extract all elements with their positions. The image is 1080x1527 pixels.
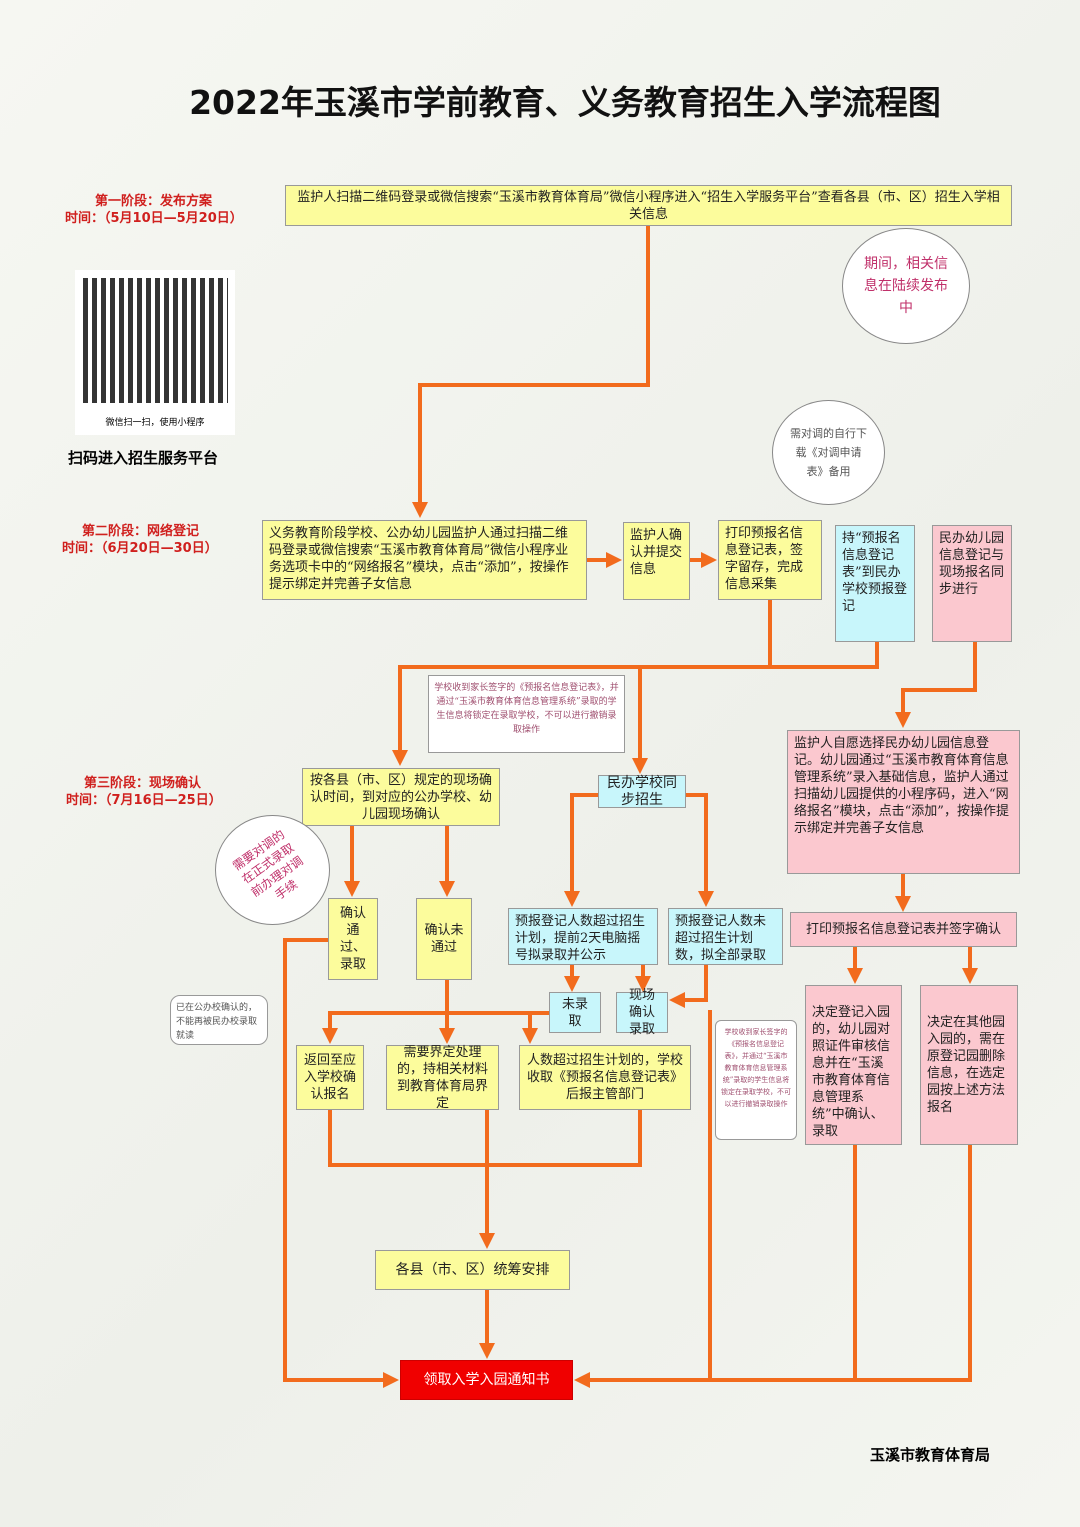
stage-3: 第三阶段：现场确认时间：（7月16日—25日） <box>66 775 222 809</box>
arrow <box>322 1011 575 1044</box>
box-lottery: 预报登记人数超过招生计划，提前2天电脑摇号拟录取并公示 <box>508 908 658 965</box>
arrow <box>686 793 714 907</box>
box-not-admitted: 未录取 <box>549 992 601 1033</box>
box-print-sign: 打印预报名信息登记表并签字确认 <box>790 912 1017 947</box>
qr-code-pattern <box>82 278 228 403</box>
note-swap-form: 需对调的自行下载《对调申请表》备用 <box>772 400 885 505</box>
box-online-register: 义务教育阶段学校、公办幼儿园监护人通过扫描二维码登录或微信搜索“玉溪市教育体育局… <box>262 520 587 600</box>
arrow <box>895 642 977 728</box>
qr-label: 扫码进入招生服务平台 <box>68 449 219 467</box>
box-confirmed: 确认通过、录取 <box>328 898 378 980</box>
box-other-kindergarten: 决定在其他园入园的，需在原登记园删除信息，在选定园按上述方法报名 <box>920 985 1018 1145</box>
box-admission-notice: 领取入学入园通知书 <box>400 1360 573 1400</box>
stage-time: 时间：（5月10日—5月20日） <box>65 211 243 226</box>
box-kindergarten-admit: 决定登记入园的，幼儿园对照证件审核信息并在“玉溪市教育体育信息管理系统”中确认、… <box>805 985 902 1145</box>
arrow <box>283 938 399 1388</box>
page-title: 2022年玉溪市学前教育、义务教育招生入学流程图 <box>189 83 941 122</box>
arrow <box>669 965 708 1008</box>
box-not-confirmed: 确认未通过 <box>416 898 472 980</box>
box-bureau-define: 需要界定处理的，持相关材料到教育体育局界定 <box>386 1045 499 1111</box>
note-text: 需要对调的在正式录取前办理对调手续 <box>230 827 306 903</box>
qr-code[interactable]: 微信扫一扫，使用小程序 <box>75 270 235 435</box>
arrow <box>412 226 650 518</box>
box-county-arrange: 各县（市、区）统筹安排 <box>375 1250 570 1290</box>
footer-publisher: 玉溪市教育体育局 <box>870 1446 991 1464</box>
stage-name: 第一阶段：发布方案 <box>95 194 213 209</box>
arrow <box>855 1145 972 1382</box>
arrow <box>564 793 598 907</box>
box-kindergarten-register: 监护人自愿选择民办幼儿园信息登记。幼儿园通过“玉溪市教育体育信息管理系统”录入基… <box>787 730 1020 874</box>
box-onsite-admit: 现场确认录取 <box>616 988 668 1037</box>
note-swap-before-admission: 需要对调的在正式录取前办理对调手续 <box>215 815 330 925</box>
stage-name: 第三阶段：现场确认 <box>84 776 202 791</box>
note-public-confirmed: 已在公办校确认的，不能再被民办校录取就读 <box>170 995 268 1045</box>
stage-1: 第一阶段：发布方案时间：（5月10日—5月20日） <box>65 193 243 227</box>
note-lock-info: 学校收到家长签字的《预报名信息登记表》，并通过“玉溪市教育体育信息管理系统”录取… <box>428 675 625 753</box>
arrow <box>574 1145 857 1388</box>
box-over-quota: 人数超过招生计划的，学校收取《预报名信息登记表》后报主管部门 <box>519 1045 691 1110</box>
stage-name: 第二阶段：网络登记 <box>82 524 200 539</box>
box-private-school-prereg: 持“预报名信息登记表”到民办学校预报登记 <box>835 525 915 642</box>
note-info-publishing: 期间，相关信息在陆续发布中 <box>842 228 970 344</box>
box-admit-all: 预报登记人数未超过招生计划数，拟全部录取 <box>668 908 783 965</box>
arrow <box>392 600 772 766</box>
stage-2: 第二阶段：网络登记时间：（6月20日—30日） <box>62 523 218 557</box>
note-lock-info-2: 学校收到家长签字的《预报名信息登记表》，并通过“玉溪市教育体育信息管理系统”录取… <box>715 1020 797 1140</box>
box-onsite-confirm: 按各县（市、区）规定的现场确认时间，到对应的公办学校、幼儿园现场确认 <box>302 768 500 826</box>
box-print-form: 打印预报名信息登记表，签字留存，完成信息采集 <box>718 520 822 600</box>
box-private-kindergarten: 民办幼儿园信息登记与现场报名同步进行 <box>932 525 1012 642</box>
arrow <box>770 642 879 669</box>
box-confirm-submit: 监护人确认并提交信息 <box>623 522 690 600</box>
box-return-school: 返回至应入学校确认报名 <box>296 1045 364 1110</box>
stage-time: 时间：（6月20日—30日） <box>62 541 218 556</box>
box-private-school-enroll: 民办学校同步招生 <box>598 775 686 808</box>
stage-time: 时间：（7月16日—25日） <box>66 793 222 808</box>
box-view-info: 监护人扫描二维码登录或微信搜索“玉溪市教育体育局”微信小程序进入“招生入学服务平… <box>285 185 1012 226</box>
qr-caption: 微信扫一扫，使用小程序 <box>105 418 205 428</box>
